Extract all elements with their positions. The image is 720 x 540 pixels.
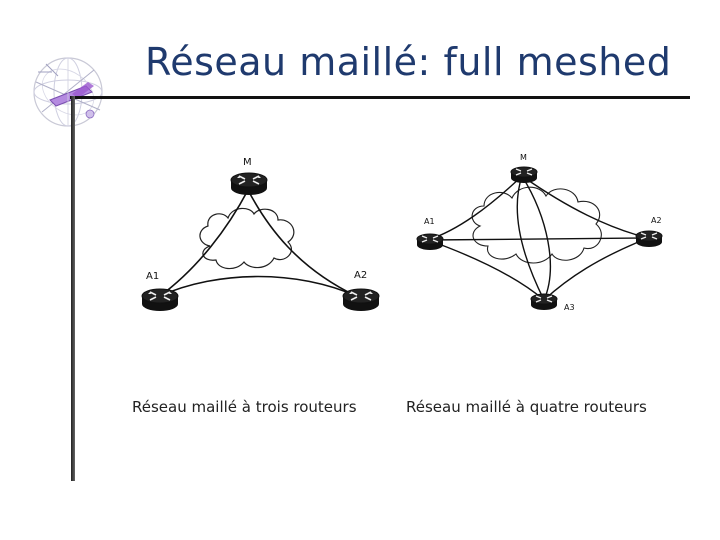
router-label-a2: A2 bbox=[651, 216, 662, 225]
globe-logo-icon bbox=[33, 57, 103, 127]
title-divider bbox=[70, 96, 690, 99]
router-label-m: M bbox=[520, 153, 527, 162]
router-icon bbox=[141, 288, 179, 312]
router-label-a1: A1 bbox=[424, 217, 435, 226]
router-label-a2: A2 bbox=[354, 270, 367, 281]
router-icon bbox=[342, 288, 380, 312]
router-label-a3: A3 bbox=[564, 303, 575, 312]
router-icon bbox=[416, 233, 444, 251]
cloud-icon bbox=[199, 207, 295, 270]
router-icon bbox=[230, 172, 268, 196]
cloud-icon bbox=[471, 186, 602, 264]
diagram-three-routers: M A1 A2 bbox=[141, 157, 380, 312]
router-label-a1: A1 bbox=[146, 271, 159, 282]
diagram-four-routers: M A1 A2 A3 bbox=[416, 153, 663, 312]
diagram-caption-four-routers: Réseau maillé à quatre routeurs bbox=[406, 398, 647, 416]
diagram-caption-three-routers: Réseau maillé à trois routeurs bbox=[132, 398, 357, 416]
left-accent-bar bbox=[71, 96, 75, 481]
router-icon bbox=[530, 293, 558, 311]
router-icon bbox=[635, 230, 663, 248]
router-label-m: M bbox=[243, 157, 252, 168]
router-icon bbox=[510, 166, 538, 184]
slide-title: Réseau maillé: full meshed bbox=[145, 40, 672, 84]
